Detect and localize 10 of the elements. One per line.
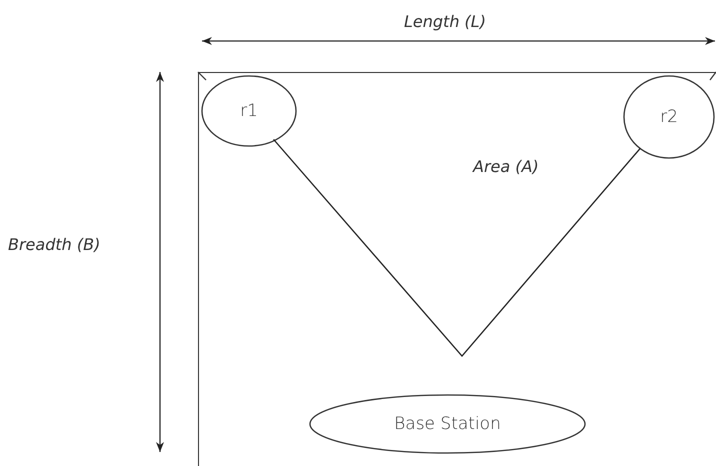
- connector-line: [273, 138, 641, 357]
- node-ellipse: [623, 75, 715, 159]
- node-label: r1: [240, 101, 258, 121]
- dimension-label: Breadth (B): [8, 235, 100, 254]
- dimension-label: Length (L): [404, 12, 486, 31]
- node-label: Base Station: [394, 414, 501, 434]
- area-label: Area (A): [473, 157, 539, 176]
- node-ellipse: [201, 75, 297, 147]
- node-label: r2: [660, 107, 678, 127]
- node-ellipse: [309, 394, 586, 454]
